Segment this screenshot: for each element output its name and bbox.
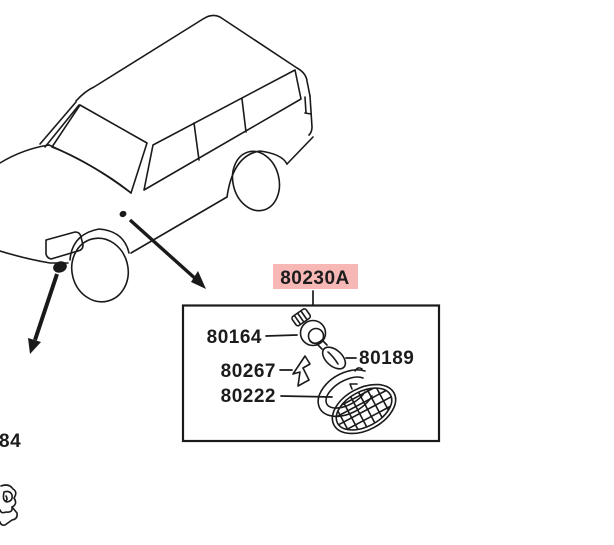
bulb-socket-drawing (291, 308, 327, 347)
vehicle-illustration (0, 14, 314, 303)
part-number-80267: 80267 (221, 361, 276, 382)
bulb-drawing (316, 339, 347, 370)
partial-part-number-label: 84 (0, 431, 21, 452)
side-marker-lamp-dot (119, 210, 127, 218)
clip-drawing (292, 355, 311, 387)
part-number-80164: 80164 (207, 327, 262, 348)
part-number-80222: 80222 (221, 386, 276, 407)
callout-label[interactable]: 80230A (280, 268, 350, 289)
leader-80222 (280, 395, 333, 398)
lens-drawing (329, 379, 399, 439)
headlamp-outline (45, 231, 84, 260)
front-signal-lamp-marker (53, 261, 67, 273)
gasket-drawing (317, 367, 373, 418)
callout-highlight (273, 264, 358, 289)
callout-80230A[interactable]: 80230A (273, 264, 358, 306)
leader-80164 (265, 334, 298, 337)
arrow-to-offscreen-part-icon (28, 273, 59, 354)
arrow-to-detail-box-icon (128, 218, 206, 289)
part-number-80189: 80189 (359, 348, 414, 369)
cropped-part-thumbnail-drawing (0, 484, 18, 526)
detail-box (181, 304, 441, 443)
